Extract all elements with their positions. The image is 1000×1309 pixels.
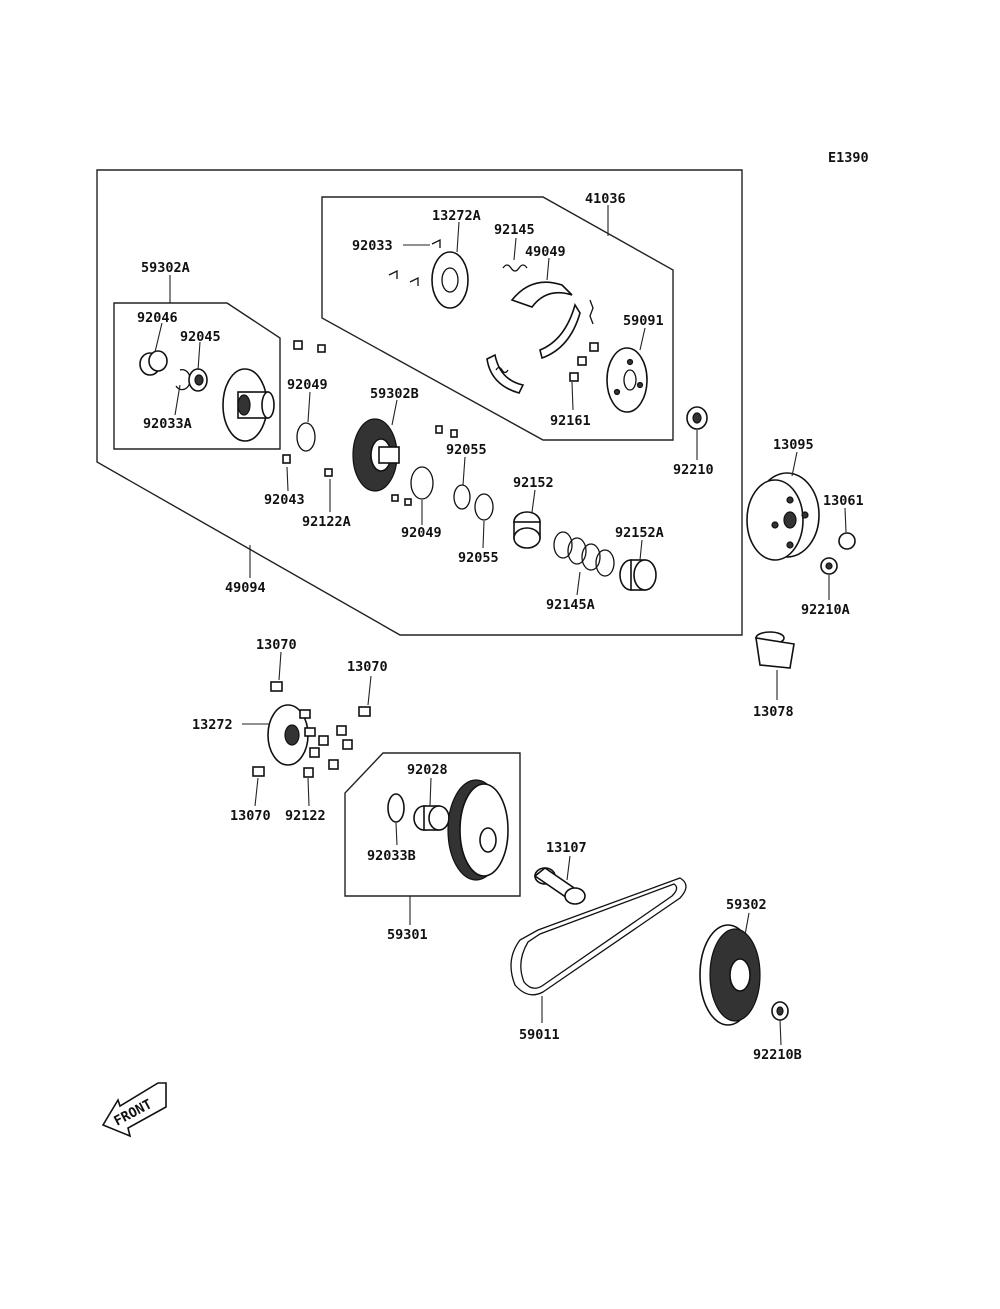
label-13070-bottom: 13070 (230, 808, 271, 824)
bearing-92045 (188, 368, 208, 392)
label-13070-top: 13070 (256, 637, 297, 653)
label-41036: 41036 (585, 191, 626, 207)
o-ring-92049-upper (296, 422, 316, 452)
assembly-frame-59301 (344, 752, 521, 897)
springs-small (495, 299, 594, 374)
drum-13095 (746, 472, 820, 561)
diagram-code: E1390 (828, 150, 869, 166)
label-92152A: 92152A (615, 525, 664, 541)
sliders-13070 (252, 681, 371, 777)
collar-92152 (513, 511, 541, 549)
label-13095: 13095 (773, 437, 814, 453)
label-92210B: 92210B (753, 1047, 802, 1063)
label-13107: 13107 (546, 840, 587, 856)
nut-92210B (771, 1001, 789, 1021)
plate-13272A (431, 251, 469, 309)
driven-face-59302B (352, 418, 400, 492)
collar-13107 (533, 867, 586, 905)
label-13070-right: 13070 (347, 659, 388, 675)
label-59302: 59302 (726, 897, 767, 913)
label-13272A: 13272A (432, 208, 481, 224)
pins-92055-small (391, 425, 458, 506)
label-92145: 92145 (494, 222, 535, 238)
front-arrow: FRONT (101, 1082, 167, 1138)
label-49049: 49049 (525, 244, 566, 260)
label-59301: 59301 (387, 927, 428, 943)
label-92055-upper: 92055 (446, 442, 487, 458)
label-92046: 92046 (137, 310, 178, 326)
snap-ring-92033B (387, 793, 405, 823)
plate-59091 (606, 347, 648, 413)
label-92152: 92152 (513, 475, 554, 491)
spring-92145A (553, 531, 615, 577)
snap-ring-92033A (175, 368, 191, 391)
label-92033: 92033 (352, 238, 393, 254)
clips-92033 (388, 238, 441, 286)
o-ring-92049-lower (410, 466, 434, 500)
cup-13078 (755, 631, 795, 669)
assembly-frame-49094 (96, 169, 743, 636)
label-92028: 92028 (407, 762, 448, 778)
label-92043: 92043 (264, 492, 305, 508)
belt-59011 (510, 877, 687, 996)
leader-lines (154, 205, 847, 1046)
label-59011: 59011 (519, 1027, 560, 1043)
label-92161: 92161 (550, 413, 591, 429)
weights-holder-13272 (267, 704, 316, 766)
rollers-92122 (303, 725, 353, 778)
small-pins (282, 340, 333, 477)
assembly-frame-59302A (113, 302, 281, 450)
label-92122: 92122 (285, 808, 326, 824)
label-59302A: 59302A (141, 260, 190, 276)
label-13061: 13061 (823, 493, 864, 509)
bushing-13061 (838, 532, 856, 550)
label-92049-upper: 92049 (287, 377, 328, 393)
fan-face-59302 (699, 924, 761, 1026)
o-rings-92055 (453, 484, 494, 521)
label-92210A: 92210A (801, 602, 850, 618)
label-92210: 92210 (673, 462, 714, 478)
assembly-frame-41036 (321, 196, 674, 441)
bushing-92046 (139, 350, 168, 376)
nut-92210A (820, 557, 838, 575)
label-59091: 59091 (623, 313, 664, 329)
label-13078: 13078 (753, 704, 794, 720)
label-92122A: 92122A (302, 514, 351, 530)
collar-92152A (619, 559, 657, 591)
label-92049-lower: 92049 (401, 525, 442, 541)
label-92033B: 92033B (367, 848, 416, 864)
bushing-92028 (413, 805, 450, 831)
label-13272: 13272 (192, 717, 233, 733)
label-92145A: 92145A (546, 597, 595, 613)
movable-face-59301 (447, 779, 509, 881)
nut-92210 (686, 406, 708, 430)
shoes-49049 (486, 281, 581, 394)
label-59302B: 59302B (370, 386, 419, 402)
drive-face-59302A (222, 368, 275, 442)
label-92033A: 92033A (143, 416, 192, 432)
label-49094: 49094 (225, 580, 266, 596)
nuts-92161 (569, 342, 599, 382)
spring-92145 (502, 264, 528, 272)
label-92045: 92045 (180, 329, 221, 345)
label-92055-lower: 92055 (458, 550, 499, 566)
